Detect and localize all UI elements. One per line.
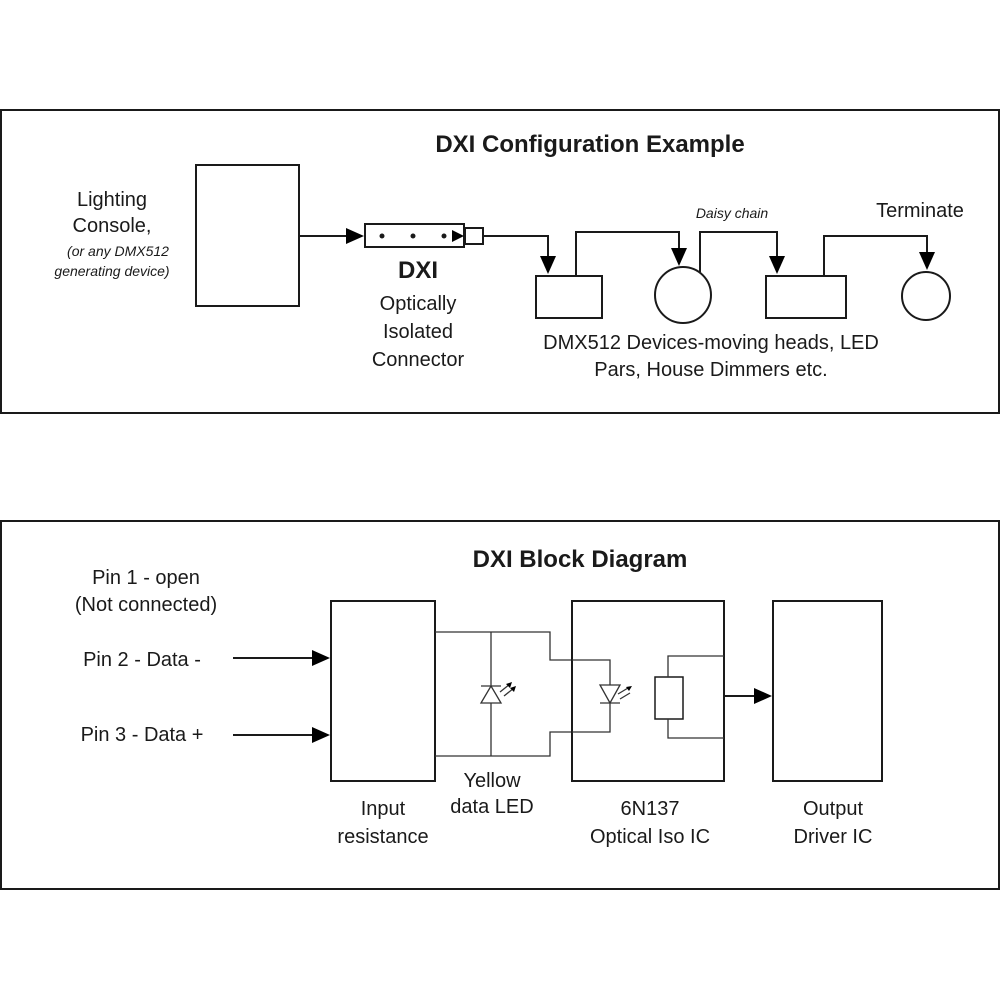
dxi-label: DXI <box>398 257 438 284</box>
device2-to-terminator-arrow <box>919 252 935 270</box>
lighting-console-box <box>195 164 300 307</box>
dxi-desc-line2: Isolated <box>383 321 453 343</box>
iso-input-wire-top <box>572 659 611 685</box>
output-label-line1: Output <box>803 798 863 820</box>
opto-detector-box <box>654 676 684 720</box>
pin2-label: Pin 2 - Data - <box>83 649 201 671</box>
block-title: DXI Block Diagram <box>473 546 688 573</box>
input-label-line2: resistance <box>337 826 428 848</box>
terminate-label: Terminate <box>876 200 964 222</box>
pin1-line1: Pin 1 - open <box>92 567 200 589</box>
console-note-line1: (or any DMX512 <box>67 243 169 259</box>
detector-top-wire <box>667 655 724 677</box>
device1-to-fixture1-arrow <box>671 248 687 266</box>
dmx-fixture-circle-1 <box>654 266 712 324</box>
detector-bottom-wire <box>667 719 724 739</box>
config-panel-frame <box>0 109 1000 414</box>
iso-input-wire-bottom <box>572 703 611 733</box>
device1-to-fixture1-line <box>575 231 680 276</box>
pin3-label: Pin 3 - Data + <box>81 724 204 746</box>
fixture1-to-device2-line <box>699 231 778 272</box>
output-label-line2: Driver IC <box>794 826 873 848</box>
input-resistance-box <box>330 600 436 782</box>
input-label-line1: Input <box>361 798 406 820</box>
fixture1-to-device2-arrow <box>769 256 785 274</box>
dxi-desc-line3: Connector <box>372 349 465 371</box>
iso-to-output-arrow <box>754 688 772 704</box>
dmx-device-box-2 <box>765 275 847 319</box>
block-panel: DXI Block Diagram Pin 1 - open (Not conn… <box>0 520 1000 890</box>
console-note-line2: generating device) <box>54 263 169 279</box>
dxi-to-device1-line <box>483 235 549 258</box>
console-label-line1: Lighting <box>77 189 147 211</box>
led-label-line1: Yellow <box>463 770 521 792</box>
dxi-to-device1-arrow <box>540 256 556 274</box>
dxi-desc-line1: Optically <box>380 293 457 315</box>
pin1-line2: (Not connected) <box>75 594 217 616</box>
led-icon <box>479 682 516 704</box>
terminator-circle <box>901 271 951 321</box>
device2-to-terminator-line <box>823 235 928 276</box>
led-bottom-wire <box>435 731 572 757</box>
pin2-arrow <box>312 650 330 666</box>
pin3-arrow <box>312 727 330 743</box>
console-label-line2: Console, <box>73 215 152 237</box>
devices-label-line2: Pars, House Dimmers etc. <box>594 359 827 381</box>
iso-label-line1: 6N137 <box>621 798 680 820</box>
led-label-line2: data LED <box>450 796 533 818</box>
led-top-wire <box>435 631 572 661</box>
daisy-chain-label: Daisy chain <box>696 205 769 221</box>
optical-iso-box <box>571 600 725 782</box>
console-to-dxi-arrow <box>346 228 364 244</box>
config-title: DXI Configuration Example <box>435 131 744 158</box>
opto-emitter-icon <box>598 684 632 705</box>
config-panel: DXI Configuration Example Lighting Conso… <box>0 109 1000 414</box>
output-driver-box <box>772 600 883 782</box>
iso-label-line2: Optical Iso IC <box>590 826 710 848</box>
dxi-connector <box>364 223 484 248</box>
devices-label-line1: DMX512 Devices-moving heads, LED <box>543 332 879 354</box>
block-panel-frame <box>0 520 1000 890</box>
dmx-device-box-1 <box>535 275 603 319</box>
